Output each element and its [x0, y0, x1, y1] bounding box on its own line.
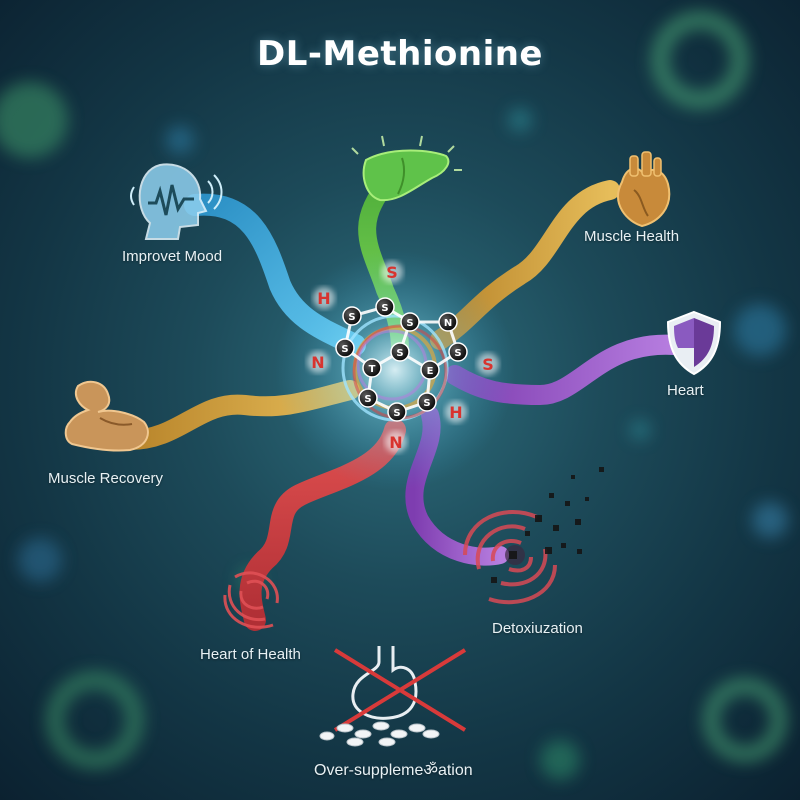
svg-text:S: S [364, 394, 371, 405]
svg-text:E: E [427, 366, 434, 377]
atom-n-17: N [385, 431, 407, 453]
atom-h-15: H [445, 401, 467, 423]
atom-n-5: N [307, 351, 329, 373]
svg-text:S: S [386, 263, 398, 282]
svg-text:S: S [406, 318, 413, 329]
atom-s-16: S [417, 392, 437, 412]
svg-text:H: H [317, 289, 330, 308]
svg-text:S: S [454, 348, 461, 359]
atom-n-4: N [438, 312, 458, 332]
svg-text:S: S [341, 344, 348, 355]
head-brainwave-icon [130, 163, 223, 240]
label-muscle-health: Muscle Health [584, 228, 680, 245]
atom-t-7: T [362, 358, 382, 378]
atom-s-8: S [390, 342, 410, 362]
atom-s-12: S [400, 312, 420, 332]
shield-icon [666, 310, 722, 376]
svg-text:N: N [444, 318, 452, 329]
flexed-arm-icon [64, 380, 149, 452]
liver-icon [351, 135, 462, 202]
molecule-glow [275, 250, 515, 490]
svg-text:S: S [396, 348, 403, 359]
atom-s-11: S [477, 353, 499, 375]
svg-text:S: S [482, 355, 494, 374]
detox-swirl-icon [463, 467, 604, 605]
red-swirl-icon [223, 571, 279, 629]
atom-e-9: E [420, 360, 440, 380]
atom-s-6: S [335, 338, 355, 358]
atom-s-10: S [448, 342, 468, 362]
anatomical-heart-icon [617, 151, 671, 228]
atom-s-2: S [375, 297, 395, 317]
bokeh-background [0, 11, 788, 780]
svg-text:H: H [449, 403, 462, 422]
svg-text:N: N [311, 353, 324, 372]
atom-s-14: S [387, 402, 407, 422]
label-improve-mood: Improvet Mood [122, 248, 223, 265]
atom-s-3: S [342, 306, 362, 326]
crossed-stomach-icon [319, 646, 467, 747]
svg-text:T: T [369, 364, 376, 375]
label-over-supplementation: Over-supplemeॐation [314, 762, 473, 779]
atom-h-0: H [313, 287, 335, 309]
page-title: DL-Methionine [257, 34, 543, 74]
svg-text:S: S [423, 398, 430, 409]
svg-text:S: S [381, 303, 388, 314]
label-heart-of-health: Heart of Health [200, 646, 301, 663]
atom-s-13: S [358, 388, 378, 408]
svg-text:N: N [389, 433, 402, 452]
atom-s-1: S [381, 261, 403, 283]
molecule-atoms: H S S S N N S T S E S S S S S H S N [307, 261, 499, 453]
svg-text:S: S [393, 408, 400, 419]
label-muscle-recovery: Muscle Recovery [48, 470, 164, 487]
label-detoxification: Detoxiuzation [492, 620, 583, 637]
svg-text:S: S [348, 312, 355, 323]
label-heart: Heart [667, 382, 704, 399]
